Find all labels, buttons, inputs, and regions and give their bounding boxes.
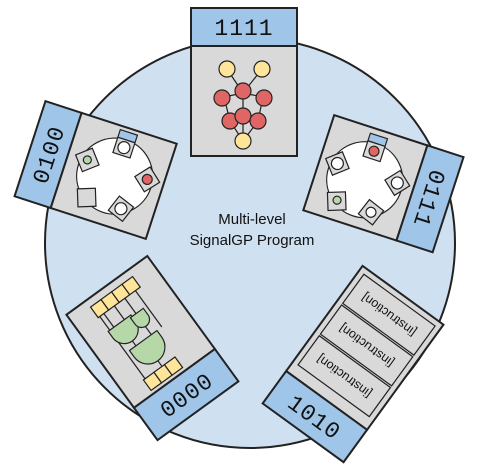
nested-program-icon	[74, 128, 161, 223]
module-0111-tag	[395, 144, 465, 254]
module-1010: [instruction] [instruction] [instruction…	[261, 264, 445, 464]
instruction-list: [instruction] [instruction] [instruction…	[297, 273, 436, 418]
caption-line-1: Multi-level	[218, 211, 286, 228]
caption-line-2: SignalGP Program	[190, 232, 315, 249]
module-0100: 0100	[13, 99, 178, 241]
module-1111: 1111	[190, 7, 298, 157]
module-0111: 0111	[302, 113, 465, 254]
nested-program-icon	[324, 132, 411, 226]
module-0000-tag	[132, 347, 240, 442]
module-0000: 0000	[65, 254, 240, 442]
module-1010-tag	[261, 369, 369, 464]
module-1111-tag	[190, 7, 298, 47]
neural-network-icon	[213, 60, 273, 150]
logic-gates-icon	[89, 275, 184, 392]
module-1111-tag-label: 1111	[214, 16, 273, 42]
